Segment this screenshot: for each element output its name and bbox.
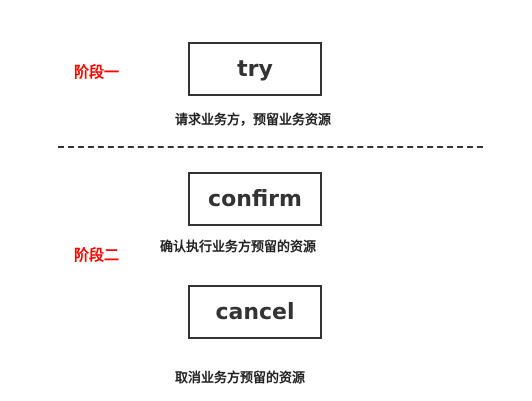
cancel-box-label: cancel: [215, 299, 295, 325]
phase-one-label: 阶段一: [74, 63, 120, 81]
confirm-description: 确认执行业务方预留的资源: [160, 240, 317, 255]
cancel-box: cancel: [188, 285, 322, 339]
phase-divider: [58, 146, 483, 148]
try-description: 请求业务方，预留业务资源: [175, 113, 332, 128]
confirm-box: confirm: [188, 172, 322, 226]
try-box-label: try: [237, 56, 273, 82]
confirm-box-label: confirm: [208, 186, 302, 212]
try-box: try: [188, 42, 322, 96]
phase-two-label: 阶段二: [74, 246, 120, 264]
cancel-description: 取消业务方预留的资源: [175, 371, 306, 386]
